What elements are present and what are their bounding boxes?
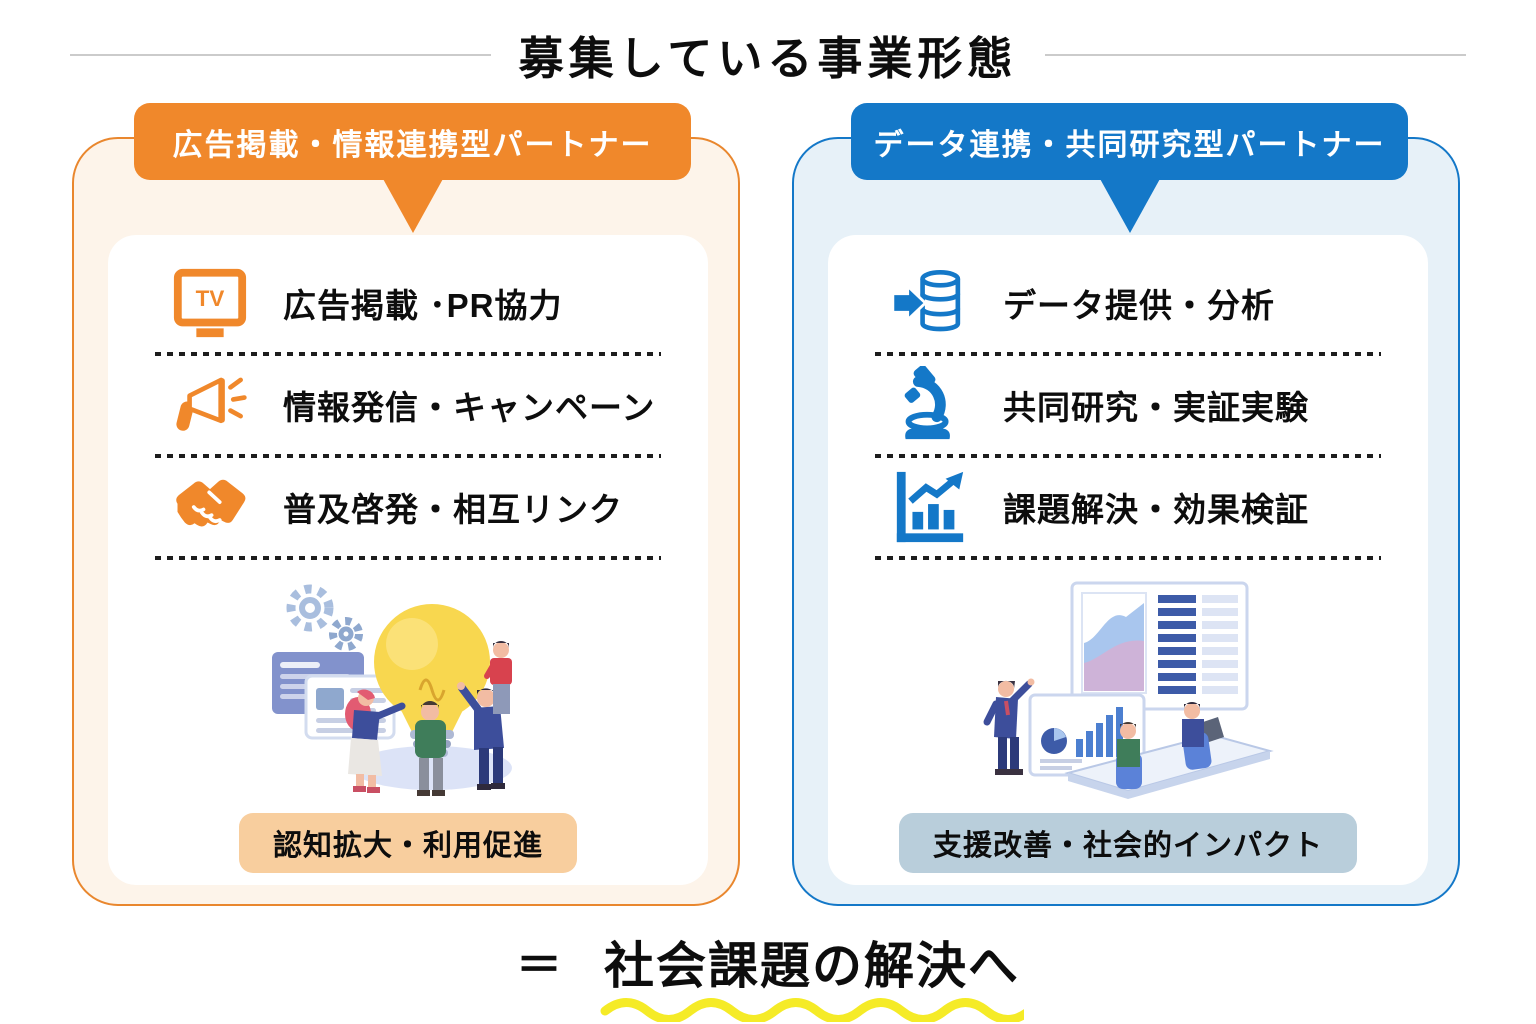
list-item: 情報発信・キャンペーン [153,367,663,443]
svg-text:TV: TV [196,286,225,311]
data-research-partner-header: データ連携・共同研究型パートナー [851,103,1408,180]
dotted-divider [875,454,1381,458]
item-label: 共同研究・実証実験 [1003,389,1309,426]
bar-chart-growth-icon [891,468,969,546]
database-arrow-icon [891,264,969,342]
list-item: TV 広告掲載 ･PR協力 [153,265,663,341]
dotted-divider [155,352,661,356]
presenter [983,678,1034,775]
attendee-blue [1181,701,1211,770]
presentation-meeting-illustration [873,571,1383,807]
list-item: 普及啓発・相互リンク [153,469,663,545]
yellow-wave-underline [600,998,1024,1022]
tv-icon: TV [171,264,249,342]
status-badge: 支援改善・社会的インパクト [898,813,1357,873]
handshake-icon [171,468,249,546]
title-row: 募集している事業形態 [70,22,1466,87]
person-blue [457,681,505,790]
ad-info-partner-panel: TV 広告掲載 ･PR協力 [108,235,708,885]
item-label: 課題解決・効果検証 [1003,491,1309,528]
conclusion-row: ＝ 社会課題の解決へ [0,926,1536,1022]
microscope-icon [891,366,969,444]
ad-info-partner-card: TV 広告掲載 ･PR協力 [72,137,740,906]
list-item: 共同研究・実証実験 [873,366,1383,444]
person-green [415,700,446,796]
dotted-divider [875,556,1381,560]
dotted-divider [155,556,661,560]
megaphone-icon [171,366,249,444]
data-research-partner-panel: データ提供・分析 共同研究・実証実験 [828,235,1428,885]
title-rule-right [1045,53,1466,56]
attendee-green [1115,721,1142,789]
data-research-partner-card: データ提供・分析 共同研究・実証実験 [792,137,1460,906]
dotted-divider [155,454,661,458]
team-lightbulb-illustration [153,571,663,807]
list-item: データ提供・分析 [873,265,1383,341]
title-rule-left [70,53,491,56]
item-label: 広告掲載 ･PR協力 [283,287,563,324]
person-pink [345,689,406,793]
item-label: 普及啓発・相互リンク [283,491,623,528]
conclusion-text: 社会課題の解決へ [600,926,1024,1022]
person-red [484,640,512,714]
equals-sign: ＝ [516,939,562,991]
dotted-divider [875,352,1381,356]
header-label: 広告掲載・情報連携型パートナー [172,128,653,162]
item-label: データ提供・分析 [1003,287,1275,324]
page-title: 募集している事業形態 [518,33,1018,84]
list-item: 課題解決・効果検証 [873,469,1383,545]
status-badge: 認知拡大・利用促進 [238,813,577,873]
ad-info-partner-header: 広告掲載・情報連携型パートナー [134,103,691,180]
item-label: 情報発信・キャンペーン [283,389,656,426]
header-label: データ連携・共同研究型パートナー [873,128,1386,162]
